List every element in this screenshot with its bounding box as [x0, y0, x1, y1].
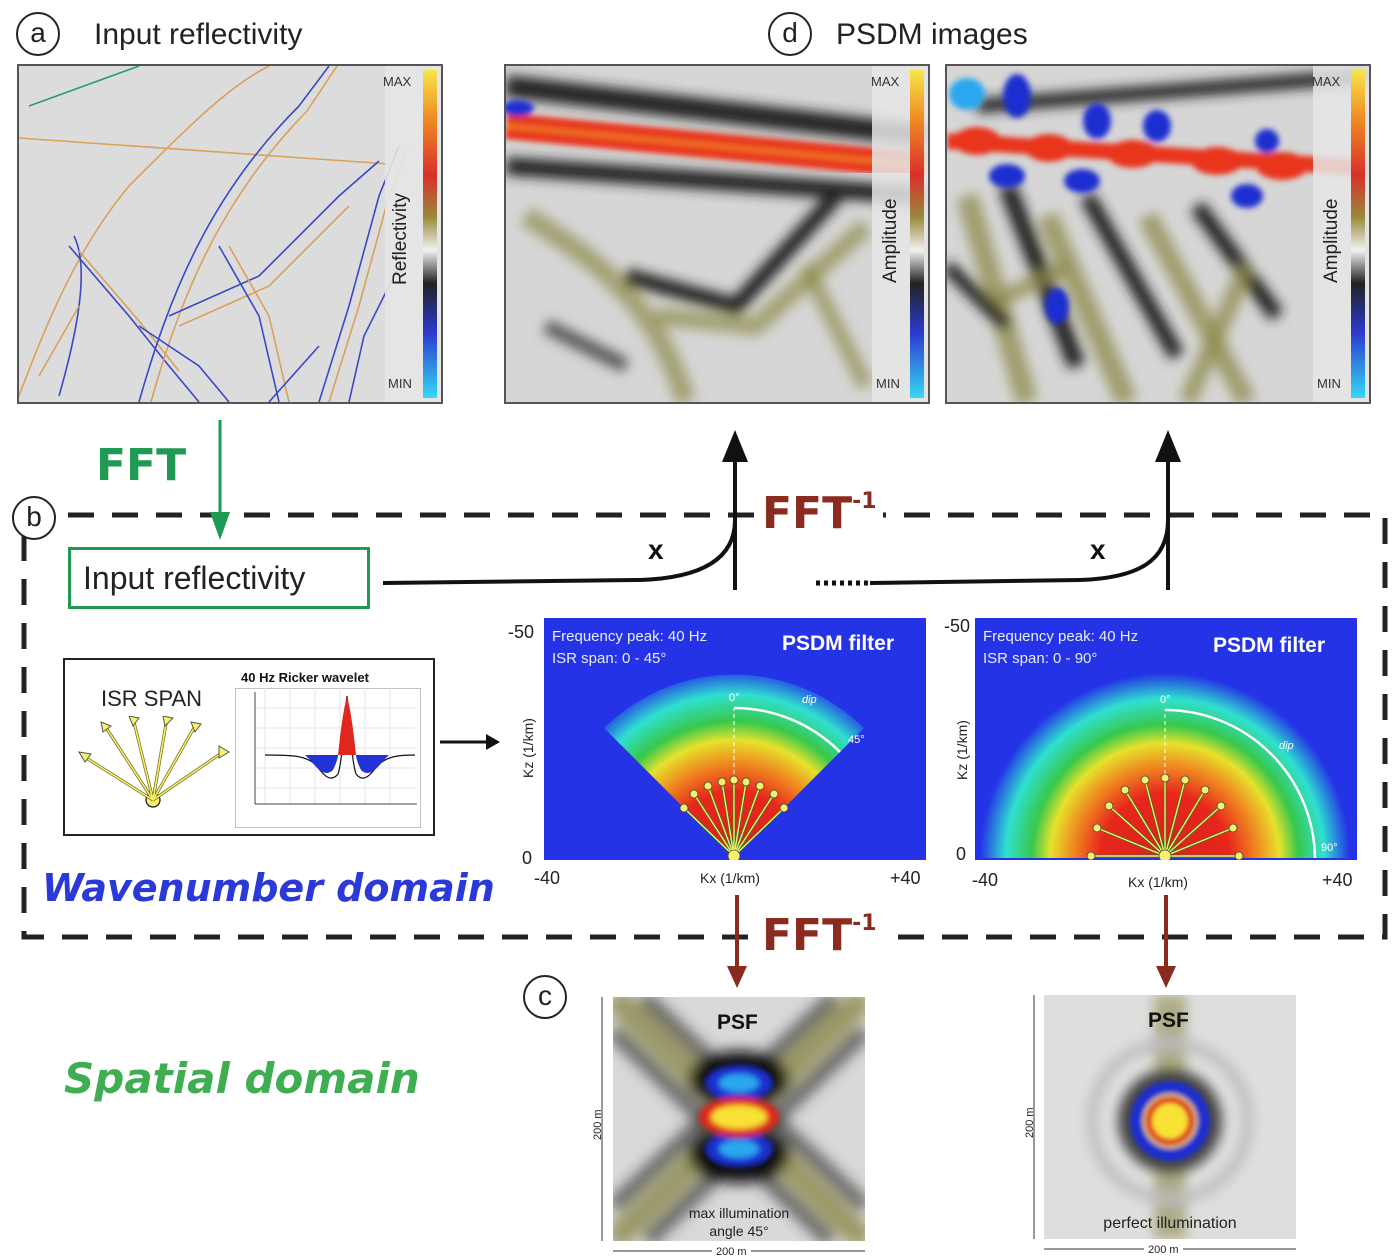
psf-45: PSF max illumination angle 45°: [613, 997, 865, 1241]
amplitude-colorbar-1-max: MAX: [871, 74, 900, 89]
wavelet-box: ISR SPAN 40 Hz Rick: [63, 658, 435, 836]
amplitude-colorbar-2-min: MIN: [1317, 376, 1341, 391]
reflectivity-lines: [19, 66, 441, 402]
filter-45-angle-end: 45°: [848, 734, 865, 746]
filter-45-xright: +40: [890, 868, 921, 888]
psf-45-caption-2: angle 45°: [709, 1223, 769, 1239]
ricker-title: 40 Hz Ricker wavelet: [241, 670, 369, 685]
filter-45-ybottom: 0: [522, 848, 533, 868]
ifft-label-bottom: FFT-1: [756, 910, 883, 961]
filter-90-ylabel: Kz (1/km): [954, 720, 970, 780]
amplitude-colorbar-2: [1351, 70, 1365, 398]
filter-90-line2: ISR span: 0 - 90°: [983, 650, 1098, 667]
psdm-image-90: [945, 64, 1371, 404]
reflectivity-colorbar-max: MAX: [383, 74, 412, 89]
filter-90-xleft: -40: [972, 870, 999, 890]
filter-45-line1: Frequency peak: 40 Hz: [552, 628, 708, 645]
filter-45-dip: dip: [802, 694, 817, 706]
filter-90-ytop: -50: [944, 616, 971, 636]
isr-span-label: ISR SPAN: [101, 686, 203, 711]
psdm-filter-90: Frequency peak: 40 Hz ISR span: 0 - 90° …: [975, 618, 1357, 860]
amplitude-colorbar-1: [910, 70, 924, 398]
filter-45-xlabel: Kx (1/km): [700, 870, 760, 886]
psdm-image-90-canvas: [947, 66, 1369, 402]
psf-90-height-label: 200 m: [1024, 1107, 1036, 1138]
filter-45-xleft: -40: [534, 868, 561, 888]
psf-45-height-scale: [601, 997, 603, 1241]
filter-90-line1: Frequency peak: 40 Hz: [983, 628, 1139, 645]
isr-fan-icon: [78, 716, 230, 808]
wavelet-to-filter-arrow: [486, 734, 500, 750]
filter-45-line2: ISR span: 0 - 45°: [552, 650, 667, 667]
filter-90-title: PSDM filter: [1213, 634, 1326, 657]
panel-a-title: Input reflectivity: [94, 18, 303, 51]
filter-90-xright: +40: [1322, 870, 1353, 890]
down-arrow-1: [727, 966, 747, 988]
input-reflectivity-box: Input reflectivity: [68, 547, 370, 609]
filter-90-xlabel: Kx (1/km): [1128, 874, 1188, 890]
reflectivity-colorbar: [423, 70, 437, 398]
psf-90-height-scale: [1033, 995, 1035, 1239]
psf-90-title: PSF: [1148, 1009, 1189, 1032]
filter-90-angle-end: 90°: [1321, 842, 1338, 854]
filter-90-angle-start: 0°: [1160, 694, 1171, 706]
psdm-image-45-canvas: [506, 66, 928, 402]
psf-90-caption-1: perfect illumination: [1103, 1215, 1237, 1232]
fft-label: FFT: [96, 440, 187, 491]
fft-arrow-head: [210, 512, 230, 540]
spatial-domain-label: Spatial domain: [64, 1054, 420, 1103]
ricker-wavelet-plot: [235, 688, 421, 828]
input-reflectivity-image: [17, 64, 443, 404]
reflectivity-colorbar-min: MIN: [388, 376, 412, 391]
panel-a-letter: a: [16, 12, 60, 56]
psdm-filter-90-canvas: [980, 673, 1350, 860]
amplitude-colorbar-2-max: MAX: [1312, 74, 1341, 89]
panel-b-letter: b: [12, 496, 56, 540]
filter-45-ytop: -50: [508, 622, 535, 642]
psdm-filter-45-canvas: [604, 674, 864, 860]
panel-d-letter: d: [768, 12, 812, 56]
filter-45-ylabel: Kz (1/km): [520, 718, 536, 778]
filter-45-angle-start: 0°: [729, 692, 740, 704]
filter-90-dip: dip: [1279, 740, 1294, 752]
psf-45-canvas: [613, 997, 865, 1241]
multiply-sign-2: x: [1090, 534, 1106, 565]
psf-45-width-label: 200 m: [712, 1246, 751, 1258]
psf-45-title: PSF: [717, 1011, 758, 1034]
psf-90-canvas: [1044, 995, 1296, 1239]
down-arrow-2: [1156, 966, 1176, 988]
psdm-image-45: [504, 64, 930, 404]
psf-90-width-label: 200 m: [1144, 1244, 1183, 1256]
panel-c-letter: c: [523, 975, 567, 1019]
amplitude-colorbar-1-min: MIN: [876, 376, 900, 391]
filter-90-ybottom: 0: [956, 844, 967, 864]
psf-45-caption-1: max illumination: [688, 1205, 790, 1221]
up-arrow-2: [1155, 430, 1181, 462]
up-arrow-1: [722, 430, 748, 462]
psf-90: PSF perfect illumination: [1044, 995, 1296, 1239]
filter-45-title: PSDM filter: [782, 632, 895, 655]
wavenumber-domain-label: Wavenumber domain: [42, 866, 495, 910]
psdm-filter-45: Frequency peak: 40 Hz ISR span: 0 - 45° …: [544, 618, 926, 860]
ifft-label-top: FFT-1: [756, 488, 883, 539]
psf-45-height-label: 200 m: [592, 1109, 604, 1140]
multiply-sign-1: x: [648, 534, 664, 565]
panel-d-title: PSDM images: [836, 18, 1028, 51]
